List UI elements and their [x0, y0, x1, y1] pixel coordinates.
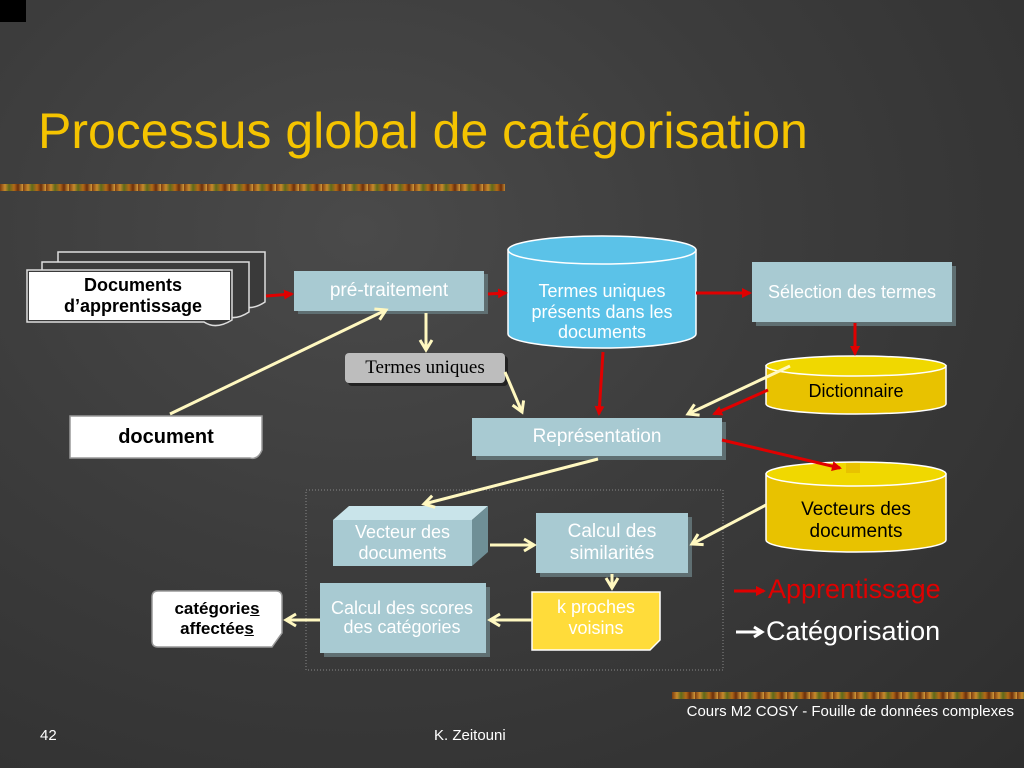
documents-stack-shape — [26, 251, 266, 327]
representation-box-shape — [472, 418, 726, 460]
page-number: 42 — [40, 727, 57, 744]
calcul-similarites-label: Calcul des similarités — [567, 521, 657, 564]
arrow-termes-representation — [594, 351, 605, 416]
selection-box-shape — [752, 262, 956, 326]
documents-apprentissage-label: Documents d’apprentissage — [63, 275, 203, 316]
termes-uniques-presents-label: Termes uniques présents dans les documen… — [531, 280, 673, 343]
vecteurs-cylinder-shape — [765, 461, 947, 553]
slide-title: Processus global de catégorisation — [38, 102, 808, 160]
document-shape — [69, 415, 263, 460]
title-accent: é — [568, 103, 592, 159]
categories-line-2: affectées — [180, 619, 254, 639]
arrow-dictionnaire-representation-white — [685, 364, 791, 417]
arrow-termesuniques-representation — [503, 371, 526, 415]
vecteur-des-documents-label: Vecteur des documents — [354, 522, 451, 563]
corner-block — [0, 0, 26, 22]
termes-uniques-label: Termes uniques — [365, 357, 485, 379]
title-part-1: Processus global de cat — [38, 103, 569, 159]
arrow-representation-vecteur — [421, 457, 599, 509]
affectees-word: affectée — [180, 619, 245, 638]
arrow-document-pretraitement — [169, 307, 389, 416]
voisins-note-shape — [531, 591, 661, 651]
pretraitement-label: pré-traitement — [329, 280, 449, 302]
dictionnaire-label: Dictionnaire — [808, 380, 904, 401]
selection-termes-label: Sélection des termes — [767, 281, 937, 302]
document-label: document — [118, 425, 214, 448]
arrow-dictionnaire-representation-red — [712, 388, 769, 416]
termes-cylinder-shape — [507, 235, 697, 349]
k-proches-voisins-label: k proches voisins — [556, 597, 636, 638]
categories-affectees-label: catégories affectées — [152, 592, 282, 646]
similarites-box-shape — [536, 513, 692, 577]
arrow-docs-pretraitement — [265, 289, 294, 300]
vecteur-box-shape — [333, 506, 488, 566]
categories-shape — [151, 590, 283, 648]
arrow-vecteurs-similarites — [689, 503, 767, 547]
author-name: K. Zeitouni — [434, 727, 506, 744]
vecteurs-des-documents-label: Vecteurs des documents — [801, 499, 911, 542]
affectees-plural-s: s — [244, 619, 254, 638]
dictionnaire-cylinder-shape — [765, 355, 947, 415]
legend-categorisation: Catégorisation — [766, 616, 941, 646]
pretraitement-box-shape — [294, 271, 488, 314]
arrow-representation-vecteurs — [721, 438, 842, 472]
title-part-2: gorisation — [591, 103, 808, 159]
representation-label: Représentation — [532, 426, 662, 448]
categorisation-region — [305, 489, 724, 671]
footer-decor-bar — [672, 692, 1024, 699]
scores-box-shape — [320, 583, 490, 657]
categories-plural-s: s — [250, 599, 260, 619]
arrow-pretraitement-termes — [487, 288, 508, 299]
categories-word: catégorie — [174, 599, 251, 619]
calcul-scores-label: Calcul des scores des catégories — [330, 598, 474, 637]
termes-uniques-box-shape — [345, 353, 508, 386]
title-decor-bar — [0, 184, 505, 191]
categories-line-1: catégories — [174, 599, 259, 619]
legend-apprentissage: Apprentissage — [768, 574, 941, 604]
course-name: Cours M2 COSY - Fouille de données compl… — [686, 703, 1014, 720]
